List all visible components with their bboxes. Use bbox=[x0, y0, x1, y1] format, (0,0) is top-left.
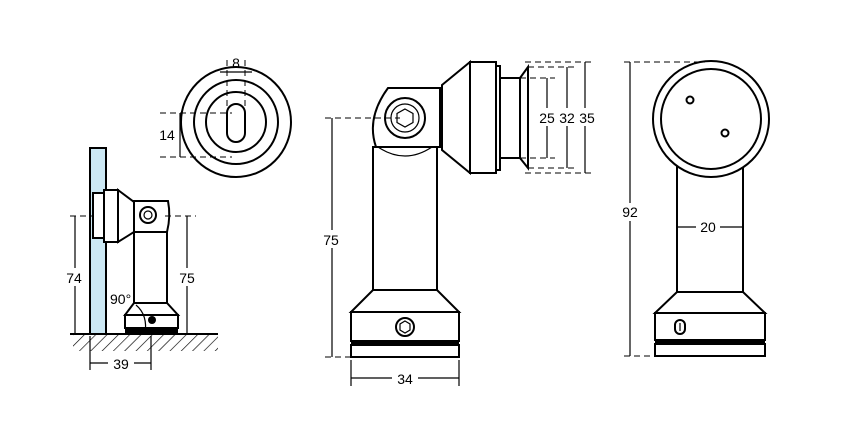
flange-cone bbox=[117, 188, 135, 244]
dim-75-front-label-bg bbox=[320, 230, 342, 248]
wall-flange bbox=[103, 189, 119, 243]
dim-74: 74 bbox=[66, 270, 82, 286]
flange-view: 8 14 bbox=[159, 55, 292, 178]
rear-view: 92 20 bbox=[619, 60, 770, 357]
front-view: 25 32 35 75 34 bbox=[320, 59, 598, 388]
cylinder bbox=[499, 77, 521, 159]
floor-hatch bbox=[73, 335, 218, 351]
base-bolt-icon bbox=[148, 316, 156, 324]
dim-34: 34 bbox=[397, 371, 413, 387]
post bbox=[133, 231, 168, 304]
angle-arc bbox=[135, 304, 147, 335]
slot bbox=[226, 103, 246, 143]
dim-32: 32 bbox=[559, 110, 575, 126]
angle-90: 90° bbox=[110, 291, 131, 307]
pin-hole-icon bbox=[685, 95, 695, 105]
base-cone bbox=[123, 302, 181, 316]
dim-14: 14 bbox=[159, 127, 175, 143]
dim-25: 25 bbox=[539, 110, 555, 126]
head-inner-ring bbox=[660, 68, 762, 170]
base-bottom bbox=[654, 343, 766, 357]
wall-ring bbox=[92, 192, 105, 239]
bolt-icon bbox=[139, 206, 157, 224]
base-strip bbox=[125, 328, 178, 333]
hex-socket-icon bbox=[396, 108, 414, 128]
dim-75-side-label-bg bbox=[176, 268, 198, 286]
post-arc bbox=[377, 146, 433, 157]
base-cone bbox=[652, 291, 768, 314]
base-bolt-icon bbox=[395, 317, 415, 337]
dim-20-label-bg bbox=[696, 218, 720, 236]
dim-75-side: 75 bbox=[179, 270, 195, 286]
base-cone bbox=[348, 289, 462, 313]
dim-92-label-bg bbox=[619, 203, 641, 221]
dim-8: 8 bbox=[232, 55, 240, 71]
post bbox=[372, 146, 438, 291]
dim-20: 20 bbox=[700, 219, 716, 235]
base-hex-socket-icon bbox=[399, 320, 411, 334]
base-bottom bbox=[350, 344, 460, 358]
flared-end bbox=[519, 63, 529, 171]
pin-hole-icon bbox=[720, 128, 730, 138]
base-strip bbox=[655, 340, 765, 344]
dim-35: 35 bbox=[579, 110, 595, 126]
cone bbox=[441, 59, 471, 176]
dim-34-label-bg bbox=[392, 370, 418, 388]
base-block bbox=[654, 312, 766, 341]
dim-diameters-label-bg bbox=[538, 108, 598, 126]
dim-92: 92 bbox=[622, 204, 638, 220]
dim-74-label-bg bbox=[64, 268, 84, 286]
side-view: 74 75 90° 39 bbox=[64, 147, 218, 372]
flange bbox=[469, 61, 497, 174]
dim-39: 39 bbox=[113, 356, 129, 372]
dim-39-label-bg bbox=[108, 354, 134, 372]
base-strip bbox=[351, 341, 459, 345]
dim-75-front: 75 bbox=[323, 232, 339, 248]
bolt-inner-ring bbox=[143, 210, 153, 220]
